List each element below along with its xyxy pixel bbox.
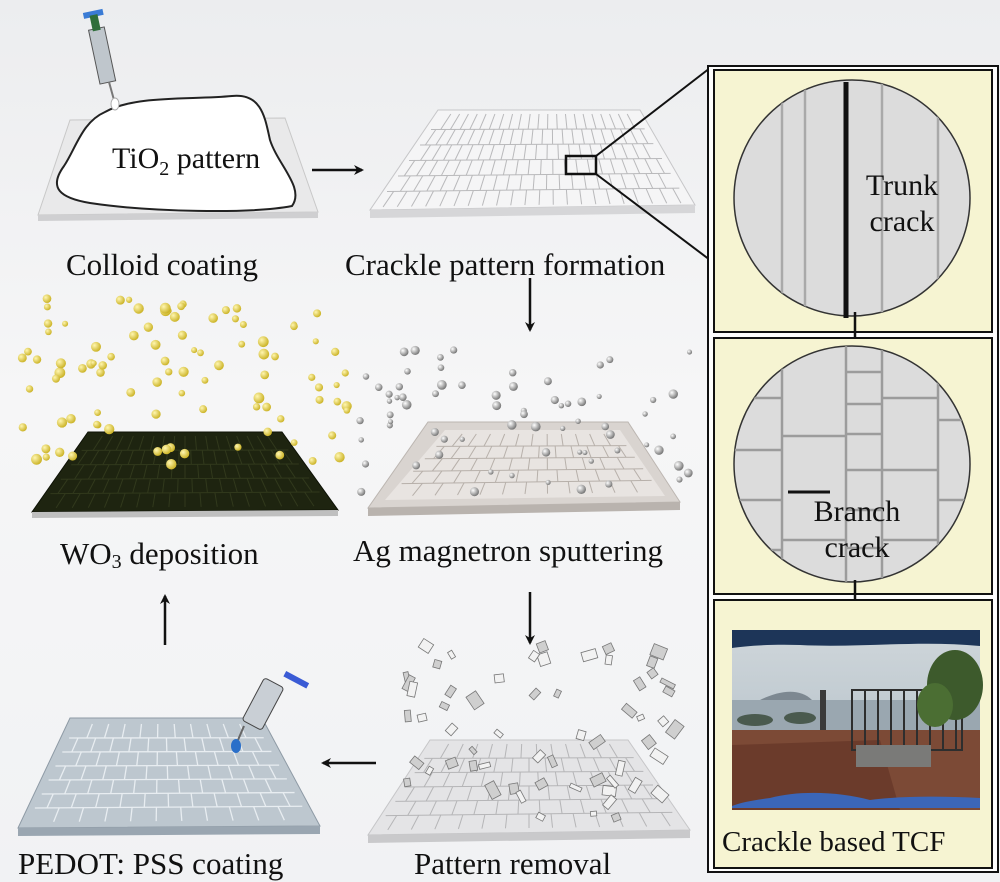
zoom-region-marker [564,154,598,176]
wo3-deposition-illustration [17,294,352,518]
tio2-pattern-label: TiO2 pattern [112,142,260,180]
pattern-removal-label: Pattern removal [414,846,612,881]
branch-crack-label-line1: Branch [813,495,901,528]
branch-crack-label-line2: crack [824,531,890,564]
trunk-crack-label-line2: crack [869,205,935,238]
tcf-photo [732,630,983,810]
ag-sputtering-illustration [356,345,693,516]
crackle-pattern-formation-label: Crackle pattern formation [345,247,666,282]
branch-crack-label: Branch crack [795,494,919,566]
trunk-crack-label: Trunk crack [848,168,956,240]
pedot-pss-illustration [17,671,321,836]
colloid-coating-illustration [37,8,319,221]
tcf-caption: Crackle based TCF [722,826,946,858]
ag-magnetron-sputtering-label: Ag magnetron sputtering [353,533,663,568]
crackle-pattern-plate [369,109,696,218]
zoom-panel [707,65,999,873]
trunk-crack-label-line1: Trunk [865,169,939,202]
colloid-coating-label: Colloid coating [66,247,259,282]
pedot-pss-coating-label: PEDOT: PSS coating [18,846,284,881]
syringe-icon [231,671,310,753]
pattern-removal-illustration [367,637,691,843]
syringe-icon [82,8,120,111]
wo3-deposition-label: WO3 deposition [60,536,259,573]
